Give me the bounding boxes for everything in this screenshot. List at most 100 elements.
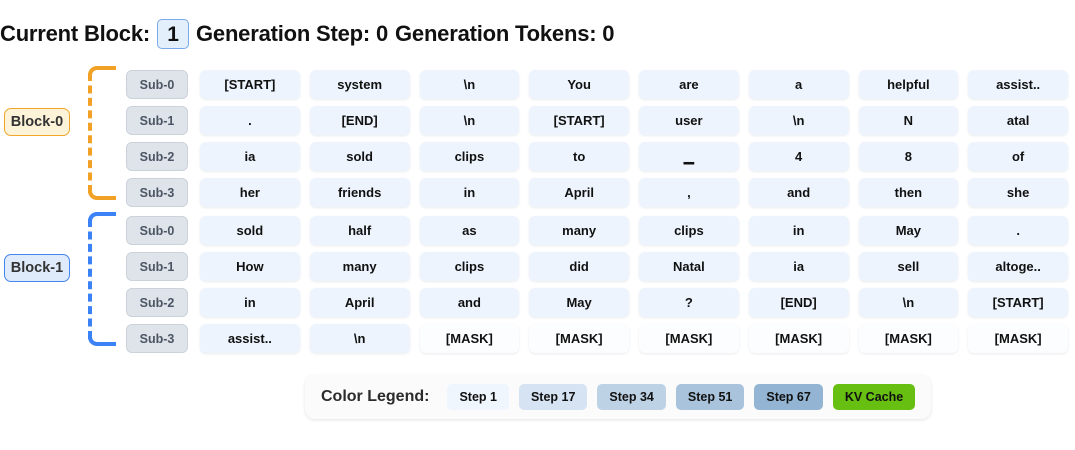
token-cell[interactable]: \n — [748, 106, 849, 135]
legend-swatch-kv-cache[interactable]: KV Cache — [832, 384, 916, 410]
token-cell[interactable]: a — [748, 70, 849, 99]
token-cell[interactable]: April — [309, 288, 410, 317]
sub-badge[interactable]: Sub-0 — [126, 70, 188, 99]
token-cell-mask[interactable]: [MASK] — [639, 324, 739, 353]
token-cell[interactable]: May — [858, 216, 959, 245]
token-cell[interactable]: 4 — [748, 142, 849, 171]
table-row: Sub-3 assist.. \n [MASK] [MASK] [MASK] [… — [0, 324, 1075, 353]
token-cell[interactable]: ▁ — [639, 142, 739, 171]
token-cell[interactable]: sold — [309, 142, 410, 171]
block-bracket-1 — [88, 212, 118, 346]
token-cell[interactable]: user — [639, 106, 739, 135]
legend-swatch-step-1[interactable]: Step 1 — [447, 384, 509, 410]
sub-badge[interactable]: Sub-0 — [126, 216, 188, 245]
token-cell[interactable]: friends — [309, 178, 410, 207]
token-cell-mask[interactable]: [MASK] — [419, 324, 520, 353]
token-cell-mask[interactable]: [MASK] — [529, 324, 629, 353]
token-cell[interactable]: are — [639, 70, 739, 99]
token-row-cells: ia sold clips to ▁ 4 8 of — [200, 142, 1068, 171]
bracket-vertical — [88, 73, 92, 193]
token-cell[interactable]: April — [529, 178, 629, 207]
token-cell[interactable]: [START] — [529, 106, 629, 135]
token-cell[interactable]: , — [639, 178, 739, 207]
token-cell[interactable]: \n — [419, 70, 520, 99]
token-cell[interactable]: clips — [419, 142, 520, 171]
block-group-0: Block-0 Sub-0 [START] system \n You are … — [0, 60, 1075, 207]
token-row-cells: assist.. \n [MASK] [MASK] [MASK] [MASK] … — [200, 324, 1068, 353]
token-cell[interactable]: clips — [419, 252, 520, 281]
token-cell[interactable]: helpful — [858, 70, 959, 99]
token-cell[interactable]: atal — [968, 106, 1068, 135]
token-cell[interactable]: \n — [419, 106, 520, 135]
token-cell[interactable]: many — [529, 216, 629, 245]
token-cell[interactable]: [START] — [968, 288, 1068, 317]
token-cell[interactable]: sell — [858, 252, 959, 281]
token-cell[interactable]: half — [309, 216, 410, 245]
color-legend: Color Legend: Step 1 Step 17 Step 34 Ste… — [305, 375, 932, 419]
token-cell[interactable]: \n — [858, 288, 959, 317]
token-cell[interactable]: sold — [200, 216, 300, 245]
token-cell[interactable]: 8 — [858, 142, 959, 171]
legend-swatch-step-67[interactable]: Step 67 — [754, 384, 823, 410]
block-badge-1[interactable]: Block-1 — [4, 254, 70, 282]
token-cell[interactable]: and — [748, 178, 849, 207]
current-block-value: 1 — [157, 19, 189, 49]
token-cell[interactable]: You — [529, 70, 629, 99]
token-cell[interactable]: in — [419, 178, 520, 207]
color-legend-title: Color Legend: — [321, 388, 430, 405]
generation-tokens-label: Generation Tokens: 0 — [395, 21, 615, 46]
current-block-label: Current Block: — [0, 21, 150, 46]
token-row-cells: [START] system \n You are a helpful assi… — [200, 70, 1068, 99]
token-cell[interactable]: many — [309, 252, 410, 281]
token-cell[interactable]: assist.. — [200, 324, 300, 353]
token-cell[interactable]: did — [529, 252, 629, 281]
sub-badge[interactable]: Sub-1 — [126, 252, 188, 281]
block-bracket-0 — [88, 66, 118, 200]
token-cell[interactable]: assist.. — [968, 70, 1068, 99]
token-cell[interactable]: . — [968, 216, 1068, 245]
token-cell[interactable]: in — [200, 288, 300, 317]
token-cell-mask[interactable]: [MASK] — [968, 324, 1068, 353]
token-cell[interactable]: as — [419, 216, 520, 245]
table-row: Sub-0 sold half as many clips in May . — [0, 216, 1075, 245]
sub-badge[interactable]: Sub-2 — [126, 288, 188, 317]
token-cell[interactable]: . — [200, 106, 300, 135]
token-cell[interactable]: ia — [748, 252, 849, 281]
table-row: Sub-1 How many clips did Natal ia sell a… — [0, 252, 1075, 281]
token-row-cells: in April and May ? [END] \n [START] — [200, 288, 1068, 317]
token-cell[interactable]: then — [858, 178, 959, 207]
legend-swatch-step-17[interactable]: Step 17 — [518, 384, 588, 410]
token-cell[interactable]: [END] — [309, 106, 410, 135]
token-cell[interactable]: May — [529, 288, 629, 317]
legend-swatch-step-51[interactable]: Step 51 — [675, 384, 745, 410]
sub-badge[interactable]: Sub-1 — [126, 106, 188, 135]
token-cell[interactable]: \n — [309, 324, 410, 353]
sub-badge[interactable]: Sub-3 — [126, 178, 188, 207]
token-cell[interactable]: altoge.. — [968, 252, 1068, 281]
token-cell-mask[interactable]: [MASK] — [858, 324, 959, 353]
token-cell[interactable]: her — [200, 178, 300, 207]
token-cell-mask[interactable]: [MASK] — [748, 324, 849, 353]
token-cell[interactable]: Natal — [639, 252, 739, 281]
token-cell[interactable]: to — [529, 142, 629, 171]
token-cell[interactable]: [START] — [200, 70, 300, 99]
token-cell[interactable]: clips — [639, 216, 739, 245]
token-cell[interactable]: ? — [639, 288, 739, 317]
table-row: Sub-0 [START] system \n You are a helpfu… — [0, 70, 1075, 99]
sub-badge[interactable]: Sub-2 — [126, 142, 188, 171]
token-cell[interactable]: and — [419, 288, 520, 317]
token-cell[interactable]: she — [968, 178, 1068, 207]
token-cell[interactable]: system — [309, 70, 410, 99]
block-badge-0[interactable]: Block-0 — [4, 108, 70, 136]
sub-badge[interactable]: Sub-3 — [126, 324, 188, 353]
token-cell[interactable]: in — [748, 216, 849, 245]
token-cell[interactable]: of — [968, 142, 1068, 171]
table-row: Sub-2 in April and May ? [END] \n [START… — [0, 288, 1075, 317]
legend-swatch-step-34[interactable]: Step 34 — [597, 384, 666, 410]
token-cell[interactable]: N — [858, 106, 959, 135]
token-cell[interactable]: [END] — [748, 288, 849, 317]
token-cell[interactable]: How — [200, 252, 300, 281]
token-row-cells: her friends in April , and then she — [200, 178, 1068, 207]
table-row: Sub-3 her friends in April , and then sh… — [0, 178, 1075, 207]
token-cell[interactable]: ia — [200, 142, 300, 171]
